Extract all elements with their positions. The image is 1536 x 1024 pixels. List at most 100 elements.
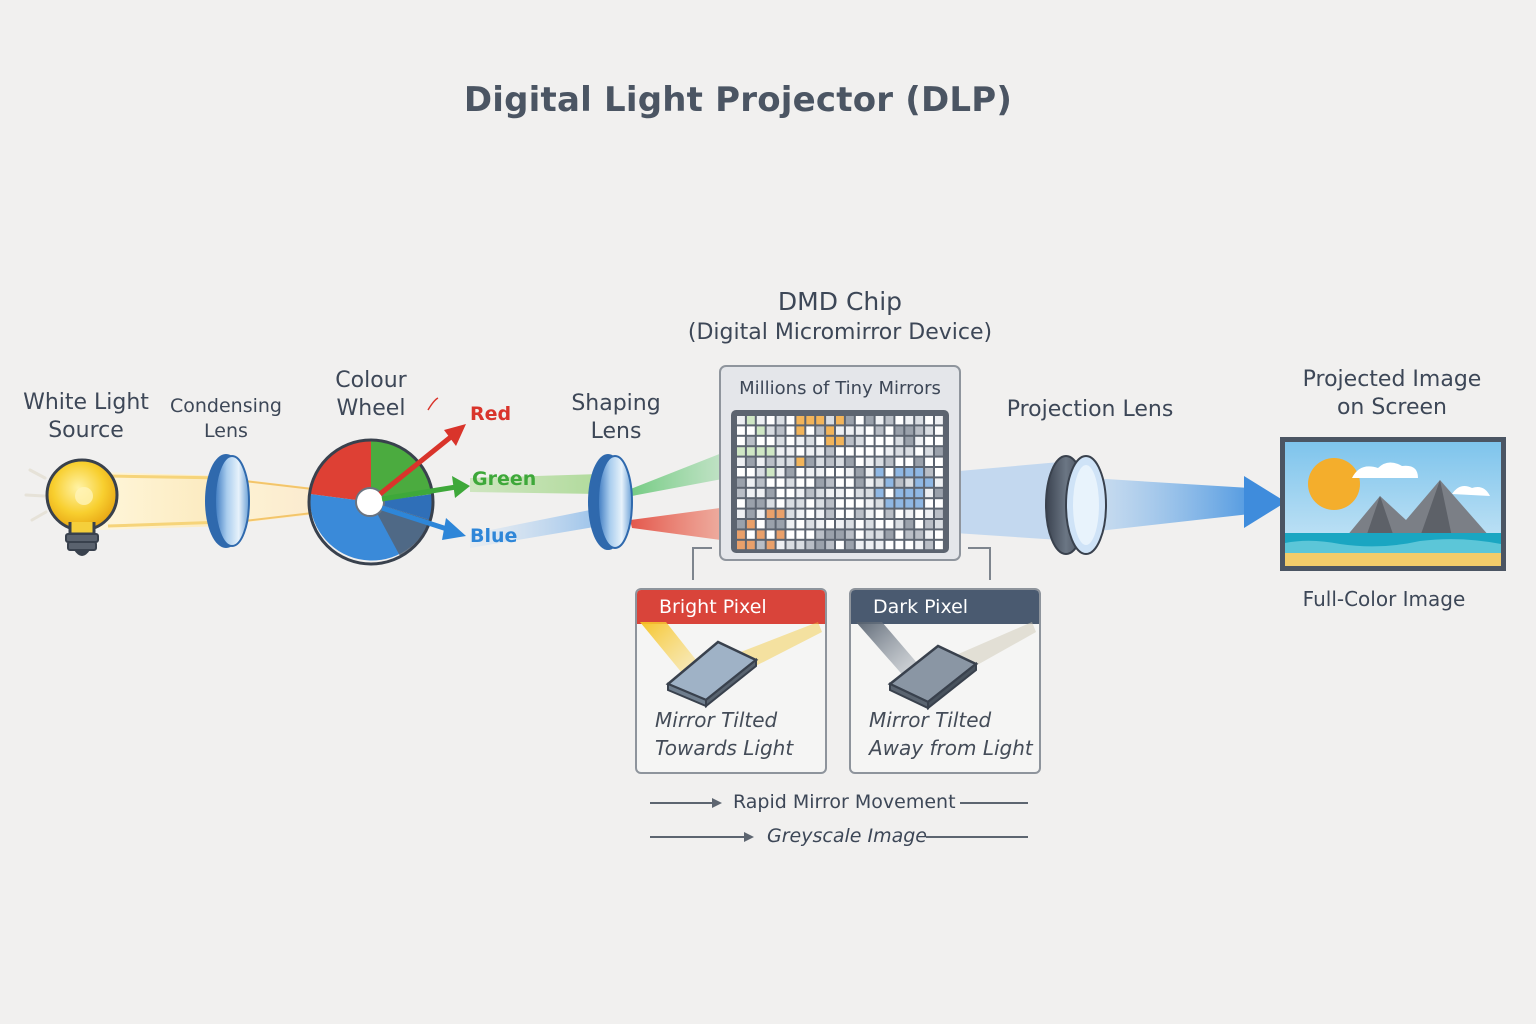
- micromirror: [865, 530, 874, 539]
- micromirror: [806, 478, 815, 487]
- micromirror: [766, 468, 775, 477]
- micromirror: [746, 447, 755, 456]
- micromirror: [915, 457, 924, 466]
- micromirror: [915, 520, 924, 529]
- micromirror: [915, 468, 924, 477]
- micromirror: [816, 436, 825, 446]
- micromirror: [806, 436, 815, 446]
- micromirror: [855, 436, 864, 446]
- micromirror: [855, 468, 864, 477]
- micromirror: [746, 530, 755, 539]
- micromirror: [826, 426, 834, 435]
- micromirror: [925, 436, 933, 446]
- micromirror: [806, 416, 815, 425]
- micromirror: [875, 457, 884, 466]
- micromirror: [855, 499, 864, 508]
- micromirror: [737, 426, 745, 435]
- micromirror: [885, 488, 894, 498]
- micromirror: [796, 436, 805, 446]
- micromirror: [836, 426, 844, 435]
- micromirror: [816, 457, 825, 466]
- micromirror: [915, 436, 924, 446]
- bracket-line: [692, 547, 712, 580]
- micromirror: [756, 488, 765, 498]
- micromirror: [796, 540, 805, 550]
- micromirror: [786, 540, 795, 550]
- micromirror: [776, 499, 785, 508]
- light-bulb-icon: [24, 458, 119, 556]
- micromirror: [865, 509, 874, 518]
- micromirror: [766, 530, 775, 539]
- micromirror: [816, 468, 825, 477]
- micromirror: [845, 468, 854, 477]
- micromirror: [935, 488, 943, 498]
- micromirror: [915, 499, 924, 508]
- micromirror: [776, 436, 785, 446]
- micromirror: [766, 499, 775, 508]
- micromirror: [895, 509, 904, 518]
- micromirror: [826, 540, 834, 550]
- micromirror: [776, 416, 785, 425]
- micromirror: [845, 520, 854, 529]
- micromirror: [905, 488, 914, 498]
- micromirror: [806, 426, 815, 435]
- micromirror: [905, 416, 914, 425]
- micromirror: [776, 509, 785, 518]
- bright-pixel-description: Mirror Tilted Towards Light: [655, 706, 793, 762]
- micromirror: [875, 468, 884, 477]
- micromirror: [746, 509, 755, 518]
- micromirror: [776, 530, 785, 539]
- micromirror: [905, 468, 914, 477]
- blue-label: Blue: [470, 525, 518, 547]
- micromirror: [826, 436, 834, 446]
- micromirror: [746, 520, 755, 529]
- micromirror: [806, 509, 815, 518]
- micromirror: [885, 426, 894, 435]
- micromirror: [786, 509, 795, 518]
- condensing-lens-label: Condensing Lens: [160, 394, 292, 444]
- micromirror: [796, 499, 805, 508]
- micromirror: [766, 509, 775, 518]
- micromirror: [786, 488, 795, 498]
- flow-arrow: [650, 798, 1028, 842]
- micromirror: [885, 499, 894, 508]
- micromirror: [796, 468, 805, 477]
- screen-label: Projected Image on Screen: [1282, 366, 1502, 422]
- micromirror: [737, 468, 745, 477]
- micromirror: [756, 540, 765, 550]
- micromirror: [776, 540, 785, 550]
- red-arrow-icon: [378, 397, 466, 496]
- micromirror: [845, 436, 854, 446]
- micromirror: [816, 447, 825, 456]
- micromirror: [935, 426, 943, 435]
- micromirror: [875, 520, 884, 529]
- micromirror: [855, 530, 864, 539]
- micromirror: [905, 520, 914, 529]
- micromirror: [885, 520, 894, 529]
- micromirror: [766, 447, 775, 456]
- micromirror: [885, 457, 894, 466]
- micromirror: [806, 540, 815, 550]
- colour-wheel-label-line1: Colour: [335, 368, 407, 393]
- dark-pixel-description: Mirror Tilted Away from Light: [869, 706, 1033, 762]
- micromirror: [915, 488, 924, 498]
- micromirror: [806, 499, 815, 508]
- bright-pixel-card: Bright Pixel Mirror Tilted Towards Light: [635, 588, 827, 774]
- micromirror: [826, 468, 834, 477]
- micromirror: [766, 540, 775, 550]
- shaping-lens-label-line1: Shaping: [571, 391, 661, 416]
- colour-wheel-icon: [307, 438, 435, 566]
- micromirror: [737, 499, 745, 508]
- micromirror: [786, 478, 795, 487]
- micromirror: [875, 426, 884, 435]
- micromirror: [875, 530, 884, 539]
- micromirror: [905, 457, 914, 466]
- micromirror: [925, 426, 933, 435]
- micromirror: [836, 520, 844, 529]
- dmd-chip-sublabel: (Digital Micromirror Device): [687, 320, 993, 345]
- blue-light-beam: [470, 508, 600, 548]
- screen-label-line1: Projected Image: [1302, 367, 1482, 392]
- micromirror: [895, 478, 904, 487]
- micromirror: [915, 530, 924, 539]
- micromirror: [806, 520, 815, 529]
